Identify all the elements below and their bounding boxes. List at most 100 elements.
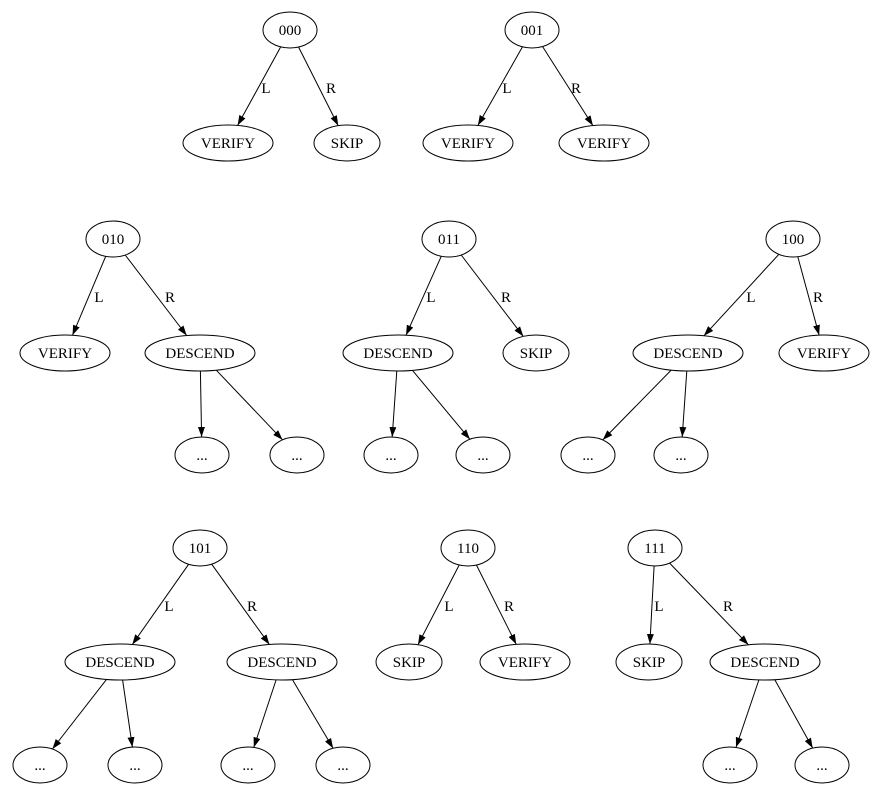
tree-edge-011-r-b: [460, 254, 524, 337]
node-label-descend: DESCEND: [247, 655, 316, 671]
node-ellipse-ellipsis: [455, 436, 511, 474]
edge-label-r: R: [723, 599, 733, 615]
node-label-verify: VERIFY: [577, 136, 631, 152]
node-ellipse-verify: [778, 334, 870, 372]
node-ellipse-ellipsis: [107, 746, 163, 784]
tree-edge-111-b-c: [735, 679, 760, 748]
node-ellipse-skip: [502, 334, 570, 372]
edge-label-l: L: [426, 290, 435, 306]
node-ellipse-descend: [342, 334, 454, 372]
node-ellipse-skip: [615, 643, 683, 681]
tree-edge-110-r-b: [476, 564, 517, 645]
node-ellipse-descend: [709, 643, 821, 681]
node-ellipse-ellipsis: [702, 746, 758, 784]
tree-edge-101-a-d: [122, 679, 135, 748]
tree-edge-010-r-b: [124, 254, 188, 336]
tree-edge-101-r-b: [211, 563, 270, 645]
node-ellipse-skip: [375, 643, 443, 681]
node-label-100: 100: [782, 232, 805, 248]
node-label-skip: SKIP: [331, 136, 364, 152]
node-ellipse-verify: [558, 124, 650, 162]
tree-edge-100-a-c: [602, 369, 672, 441]
tree-edge-101-a-c: [52, 679, 107, 750]
edge-label-l: L: [654, 599, 663, 615]
tree-edge-101-b-e: [253, 679, 277, 748]
node-ellipse-verify: [422, 124, 514, 162]
edge-label-l: L: [94, 290, 103, 306]
tree-edge-100-r-a: [703, 253, 780, 337]
node-label-descend: DESCEND: [165, 346, 234, 362]
node-label-ellipsis: ...: [196, 448, 207, 464]
node-label-verify: VERIFY: [797, 346, 851, 362]
node-ellipse-101: [172, 529, 228, 567]
node-label-verify: VERIFY: [201, 136, 255, 152]
node-label-ellipsis: ...: [129, 758, 140, 774]
node-label-ellipsis: ...: [675, 448, 686, 464]
node-ellipse-011: [421, 220, 477, 258]
tree-edge-111-b-d: [774, 679, 814, 749]
node-label-verify: VERIFY: [441, 136, 495, 152]
node-label-verify: VERIFY: [38, 346, 92, 362]
tree-edge-100-r-b: [797, 256, 820, 336]
node-ellipse-010: [85, 220, 141, 258]
tree-edge-101-r-a: [131, 564, 190, 645]
node-ellipse-descend: [144, 334, 256, 372]
node-label-descend: DESCEND: [653, 346, 722, 362]
node-label-110: 110: [457, 541, 479, 557]
edge-label-l: L: [502, 81, 511, 97]
tree-edge-111-r-b: [669, 562, 749, 646]
tree-edge-011-a-d: [412, 370, 471, 440]
tree-edge-001-r-b: [542, 46, 594, 126]
edge-label-r: R: [165, 290, 175, 306]
node-ellipse-ellipsis: [174, 436, 230, 474]
node-label-001: 001: [521, 23, 544, 39]
edge-label-r: R: [571, 81, 581, 97]
node-label-ellipsis: ...: [477, 448, 488, 464]
node-ellipse-verify: [479, 643, 571, 681]
edge-label-l: L: [746, 290, 755, 306]
tree-edge-000-r-b: [298, 46, 339, 126]
node-label-111: 111: [644, 541, 665, 557]
node-label-011: 011: [438, 232, 460, 248]
node-label-descend: DESCEND: [85, 655, 154, 671]
tree-edge-111-r-a: [646, 565, 655, 645]
node-label-ellipsis: ...: [582, 448, 593, 464]
edge-label-l: L: [261, 81, 270, 97]
node-label-verify: VERIFY: [498, 655, 552, 671]
edge-label-l: L: [444, 599, 453, 615]
node-label-ellipsis: ...: [816, 758, 827, 774]
node-ellipse-ellipsis: [560, 436, 616, 474]
node-label-ellipsis: ...: [337, 758, 348, 774]
tree-edge-101-b-f: [292, 679, 334, 749]
edge-label-r: R: [813, 290, 823, 306]
node-label-ellipsis: ...: [242, 758, 253, 774]
node-ellipse-100: [765, 220, 821, 258]
node-ellipse-001: [504, 11, 560, 49]
tree-edge-011-a-c: [389, 370, 398, 438]
node-label-ellipsis: ...: [385, 448, 396, 464]
node-label-ellipsis: ...: [34, 758, 45, 774]
node-label-descend: DESCEND: [363, 346, 432, 362]
node-label-010: 010: [102, 232, 125, 248]
node-ellipse-descend: [226, 643, 338, 681]
node-ellipse-000: [262, 11, 318, 49]
tree-edge-100-a-d: [679, 370, 688, 438]
tree-edge-110-r-a: [417, 564, 460, 645]
node-ellipse-descend: [632, 334, 744, 372]
node-ellipse-ellipsis: [12, 746, 68, 784]
tree-edge-010-b-c: [197, 370, 205, 438]
node-ellipse-verify: [182, 124, 274, 162]
edge-label-r: R: [247, 599, 257, 615]
node-ellipse-ellipsis: [315, 746, 371, 784]
node-label-101: 101: [189, 541, 212, 557]
node-ellipse-110: [440, 529, 496, 567]
